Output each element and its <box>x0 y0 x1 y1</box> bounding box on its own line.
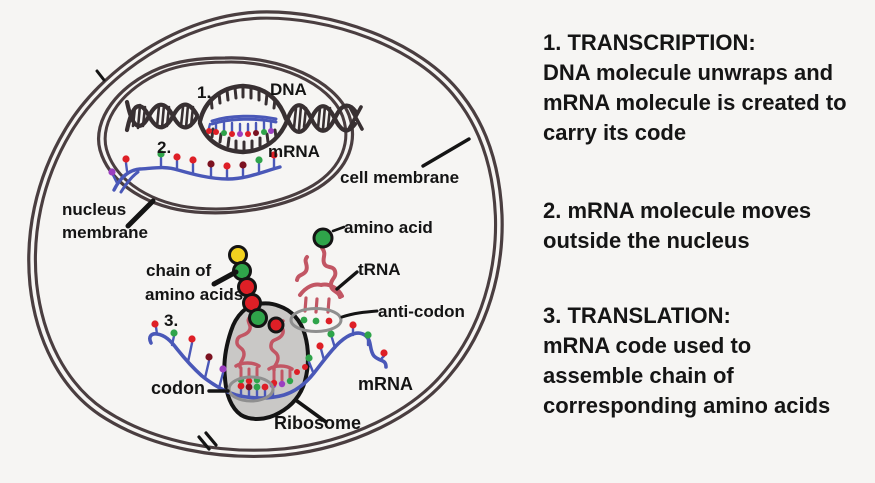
label-nucleus-membrane-line2: membrane <box>62 223 148 242</box>
label-ribosome: Ribosome <box>274 413 362 433</box>
step2-line1: 2. mRNA molecule moves <box>543 198 812 223</box>
label-cell-membrane: cell membrane <box>340 168 460 187</box>
trna-shape <box>295 246 344 314</box>
cell-membrane-arrow <box>421 137 471 168</box>
step-text-transcription: 1. TRANSCRIPTION: DNA molecule unwraps a… <box>543 28 847 148</box>
step1-line4: carry its code <box>543 120 687 145</box>
pointer-arrows <box>125 137 471 424</box>
codon-ellipse <box>207 375 275 403</box>
dna-helix <box>124 83 364 155</box>
mrna-cytoplasm-strand <box>148 320 388 400</box>
step3-line1: 3. TRANSLATION: <box>543 303 731 328</box>
step3-line3: assemble chain of <box>543 363 734 388</box>
amino-acid-circle <box>312 225 346 249</box>
mrna-nucleus-strand <box>108 150 282 194</box>
mrna-cytoplasm-bases <box>151 320 388 391</box>
membrane-break-dashes <box>197 431 218 451</box>
incoming-amino-acid <box>267 316 285 334</box>
cell-membrane-outline <box>27 10 504 458</box>
step-text-translation: 3. TRANSLATION: mRNA code used to assemb… <box>543 301 847 421</box>
label-step-3: 3. <box>164 311 179 330</box>
step2-line2: outside the nucleus <box>543 228 750 253</box>
amino-acid-chain <box>228 245 268 328</box>
trna-arrow <box>335 270 359 291</box>
membrane-tick <box>95 69 106 82</box>
nascent-mrna-bases <box>206 128 274 137</box>
mrna-nucleus-bases <box>108 150 278 176</box>
label-mrna-nucleus: mRNA <box>268 142 320 161</box>
step1-line3: mRNA molecule is created to <box>543 90 847 115</box>
label-step-2: 2. <box>157 138 172 157</box>
step1-line1: 1. TRANSCRIPTION: <box>543 30 756 55</box>
ribosome-trnas <box>234 315 308 388</box>
label-chain-line1: chain of <box>146 261 212 280</box>
step3-line2: mRNA code used to <box>543 333 752 358</box>
label-mrna-cytoplasm: mRNA <box>358 374 414 394</box>
label-step-1: 1. <box>197 83 212 102</box>
ribosome-arrow <box>295 399 328 424</box>
label-nucleus-membrane-line1: nucleus <box>62 200 127 219</box>
explanation-panel: 1. TRANSCRIPTION: DNA molecule unwraps a… <box>543 28 847 421</box>
label-trna: tRNA <box>358 260 401 279</box>
label-amino-acid: amino acid <box>344 218 433 237</box>
label-codon: codon <box>151 378 205 398</box>
nucleus-membrane-arrow <box>125 198 156 229</box>
step1-line2: DNA molecule unwraps and <box>543 60 834 85</box>
chain-arrow <box>211 269 239 287</box>
label-chain-line2: amino acids <box>145 285 244 304</box>
label-anti-codon: anti-codon <box>378 302 465 321</box>
step-text-mrna-moves: 2. mRNA molecule moves outside the nucle… <box>543 196 847 256</box>
label-dna: DNA <box>270 80 307 99</box>
step3-line4: corresponding amino acids <box>543 393 831 418</box>
nascent-mrna <box>206 114 278 137</box>
anti-codon-ellipse <box>289 307 379 333</box>
